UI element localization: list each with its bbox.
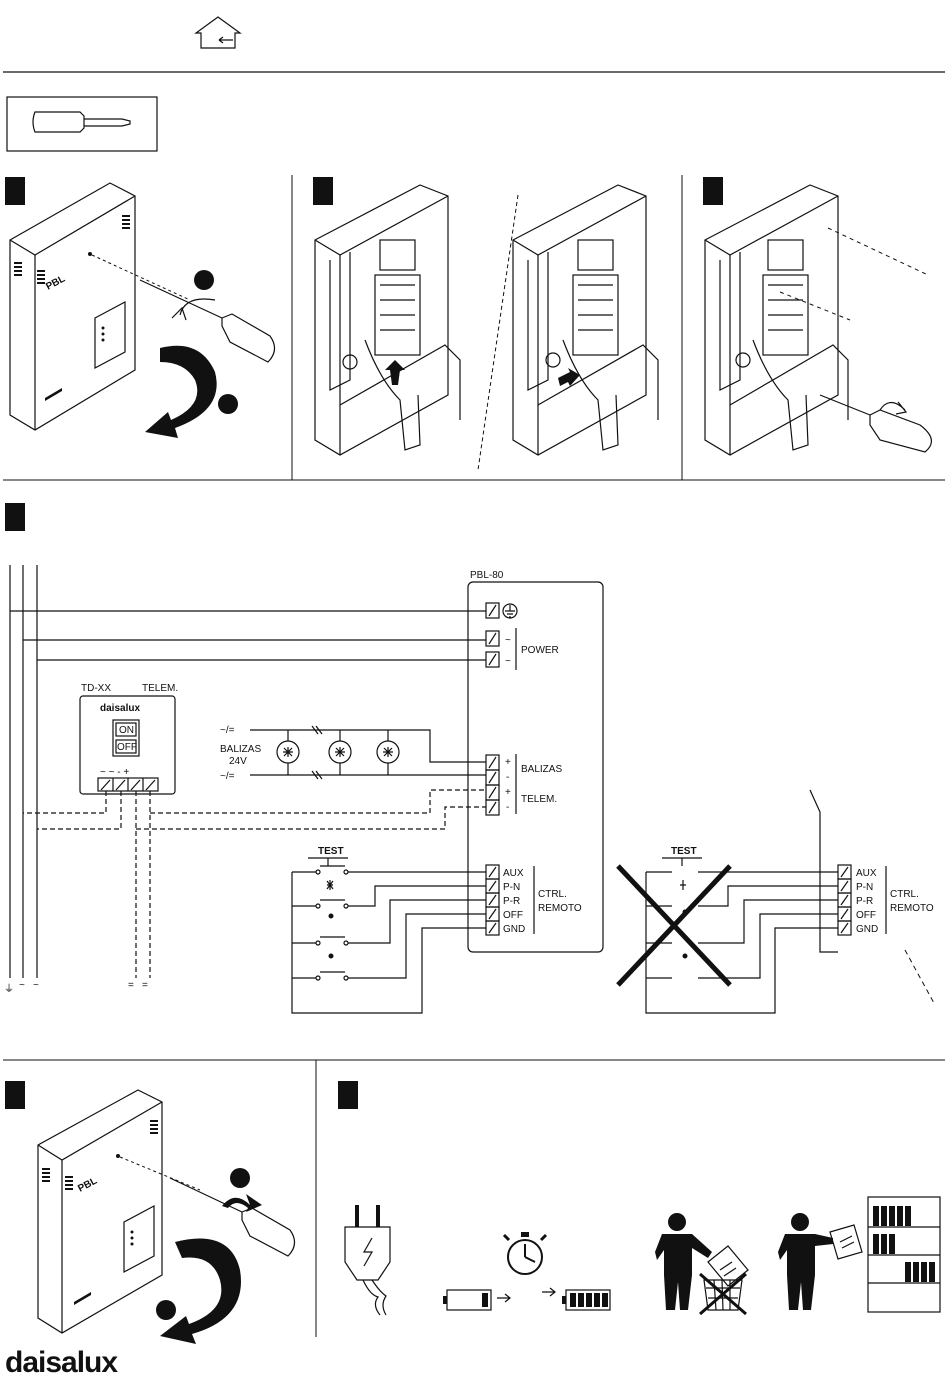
beacon-icon	[329, 741, 351, 763]
enclosure-open-illustration	[513, 185, 658, 455]
recycle-bin-icon	[700, 1274, 746, 1314]
enclosure-closed-illustration: PBL	[10, 183, 190, 430]
arrow-icon	[542, 1288, 555, 1296]
telemando-unit: TD-XX TELEM. daisalux ON OFF ~ ~ - +	[80, 683, 178, 794]
svg-text:~/=: ~/=	[220, 725, 235, 736]
screwdriver-icon	[820, 395, 931, 452]
step-marker	[5, 177, 25, 205]
svg-text:GND: GND	[856, 924, 878, 935]
svg-text:P-N: P-N	[503, 882, 520, 893]
battery-icon	[443, 1290, 491, 1310]
terminal-ctrl-remoto: AUX P-N P-R OFF GND CTRL. REMOTO	[486, 865, 582, 935]
svg-text:AUX: AUX	[856, 868, 877, 879]
off-label: OFF	[117, 742, 137, 753]
svg-text:24V: 24V	[229, 756, 247, 767]
step-bullet	[156, 1300, 176, 1320]
telem-label: TELEM.	[521, 794, 557, 805]
step-marker	[313, 177, 333, 205]
supply-bus: ⏚ ~ ~	[4, 565, 486, 995]
test-label: TEST	[671, 846, 697, 857]
brand-logo: daisalux	[5, 1346, 118, 1379]
svg-text:+: +	[505, 757, 511, 768]
svg-text:-: -	[506, 802, 509, 813]
device-name: PBL-80	[470, 570, 504, 581]
step-marker	[338, 1081, 358, 1109]
rotate-arrow	[160, 1239, 241, 1345]
telemando-wiring: = =	[23, 790, 486, 991]
shelf-icon	[868, 1197, 940, 1312]
svg-text:AUX: AUX	[503, 868, 524, 879]
svg-text:P-R: P-R	[503, 896, 520, 907]
dc-mark: =	[128, 980, 134, 991]
test-switches: TEST	[292, 846, 486, 1013]
test-label: TEST	[318, 846, 344, 857]
person-icon	[655, 1213, 712, 1310]
on-label: ON	[119, 725, 134, 736]
tool-box	[7, 97, 157, 151]
arrow-icon	[497, 1294, 510, 1302]
person-icon	[778, 1213, 833, 1310]
svg-text:-: -	[506, 772, 509, 783]
svg-text:~: ~	[505, 635, 511, 646]
step-bullet	[218, 394, 238, 414]
house-icon	[196, 17, 240, 48]
manual-sheet-icon	[830, 1225, 862, 1259]
terminal-telem: + - TELEM.	[486, 785, 557, 815]
svg-text:REMOTO: REMOTO	[890, 903, 934, 914]
svg-text:OFF: OFF	[856, 910, 876, 921]
power-label: POWER	[521, 645, 559, 656]
rotate-arrow	[222, 1194, 262, 1212]
battery-icon	[562, 1290, 610, 1310]
test-switches-incorrect: TEST AUX P-N P-R OFF GND CTRL. REMOTO	[618, 790, 935, 1013]
svg-text:~/=: ~/=	[220, 771, 235, 782]
dc-mark: =	[142, 980, 148, 991]
terminal-earth	[486, 603, 517, 618]
svg-text:P-R: P-R	[856, 896, 873, 907]
rotate-arrow	[172, 299, 215, 320]
terminal-marks: ~ ~ - +	[100, 767, 129, 778]
beacons-group: ~/= BALIZAS 24V ~/=	[220, 725, 486, 782]
svg-text:REMOTO: REMOTO	[538, 903, 582, 914]
ac-mark: ~	[19, 980, 25, 991]
telemando-model: TD-XX	[81, 683, 111, 694]
svg-text:PBL: PBL	[76, 1176, 99, 1195]
svg-text:OFF: OFF	[503, 910, 523, 921]
screwdriver-icon	[33, 112, 130, 132]
stopwatch-icon	[504, 1232, 546, 1274]
step-bullet	[194, 270, 214, 290]
telemando-brand: daisalux	[100, 703, 140, 714]
enclosure-closed-illustration: PBL	[38, 1090, 200, 1333]
telemando-label: TELEM.	[142, 683, 178, 694]
beacon-icon	[277, 741, 299, 763]
terminal-power: ~ ~ POWER	[486, 628, 559, 670]
enclosure-open-illustration	[315, 185, 460, 455]
balizas-label: BALIZAS	[521, 764, 562, 775]
svg-text:+: +	[505, 787, 511, 798]
step-bullet	[230, 1168, 250, 1188]
diagonal-divider	[478, 195, 518, 470]
rotate-arrow	[145, 346, 217, 438]
svg-text:GND: GND	[503, 924, 525, 935]
svg-text:CTRL.: CTRL.	[538, 889, 567, 900]
step-marker	[5, 503, 25, 531]
svg-text:P-N: P-N	[856, 882, 873, 893]
svg-text:BALIZAS: BALIZAS	[220, 744, 261, 755]
ac-mark: ~	[33, 980, 39, 991]
plug-icon	[345, 1205, 390, 1315]
rotate-arrow	[880, 402, 906, 414]
svg-text:CTRL.: CTRL.	[890, 889, 919, 900]
step-marker	[703, 177, 723, 205]
svg-text:PBL: PBL	[44, 274, 67, 293]
svg-text:~: ~	[505, 656, 511, 667]
step-marker	[5, 1081, 25, 1109]
terminal-balizas: + - BALIZAS	[486, 754, 562, 786]
earth-mark: ⏚	[4, 983, 14, 995]
pbl-unit: PBL-80 ~ ~ POWER + - BALIZAS	[468, 570, 603, 952]
beacon-icon	[377, 741, 399, 763]
enclosure-open-illustration	[705, 185, 931, 455]
